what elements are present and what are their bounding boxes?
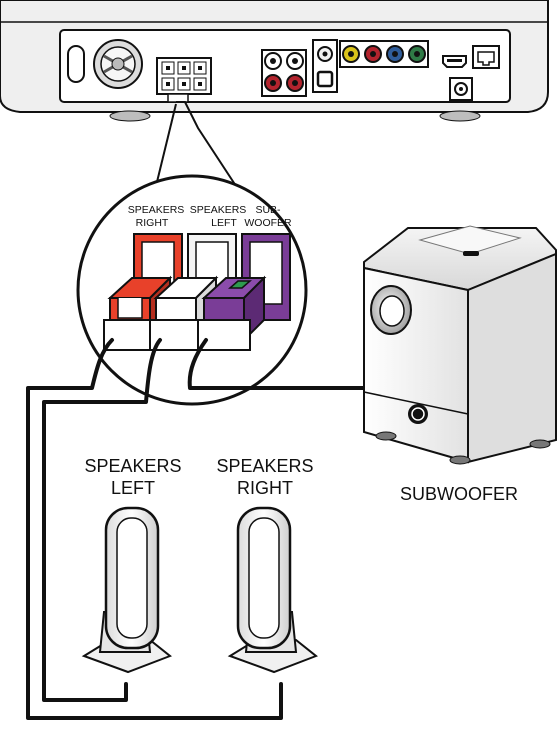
connector-right-label: SPEAKERS bbox=[128, 204, 185, 216]
connector-left-label: SPEAKERS bbox=[190, 204, 247, 216]
speaker-left-label-2: LEFT bbox=[111, 478, 155, 498]
connector-sub-label-2: WOOFER bbox=[244, 217, 292, 229]
speaker-right-label-2: RIGHT bbox=[237, 478, 293, 498]
speaker-right-label: SPEAKERS bbox=[216, 456, 313, 476]
connector-sub-label: SUB- bbox=[255, 204, 281, 216]
rca-jacks-icon bbox=[261, 49, 307, 97]
power-cord-socket-icon bbox=[93, 39, 143, 89]
main-unit bbox=[0, 0, 549, 122]
connector-left-label-2: LEFT bbox=[211, 217, 237, 229]
component-jacks bbox=[339, 40, 429, 68]
ethernet-port-icon bbox=[472, 45, 500, 69]
speaker-right bbox=[227, 506, 318, 674]
vent-slot bbox=[67, 45, 85, 83]
speaker-left bbox=[81, 506, 172, 674]
callout-pointer bbox=[155, 93, 237, 187]
connector-right-label-2: RIGHT bbox=[136, 217, 169, 229]
speaker-cables bbox=[26, 338, 374, 720]
hdmi-port-icon bbox=[442, 55, 467, 68]
magnified-connector-view: SPEAKERS RIGHT SPEAKERS LEFT SUB- WOOFER bbox=[76, 174, 308, 406]
subwoofer-unit bbox=[363, 225, 557, 465]
plug-subwoofer bbox=[197, 275, 267, 351]
fm-antenna-port-icon bbox=[449, 77, 473, 101]
speaker-left-label: SPEAKERS bbox=[84, 456, 181, 476]
subwoofer-logo-icon bbox=[408, 404, 428, 424]
subwoofer-label: SUBWOOFER bbox=[400, 484, 518, 504]
optical-port-icon bbox=[312, 39, 338, 93]
speaker-connector-block-icon bbox=[156, 57, 212, 95]
